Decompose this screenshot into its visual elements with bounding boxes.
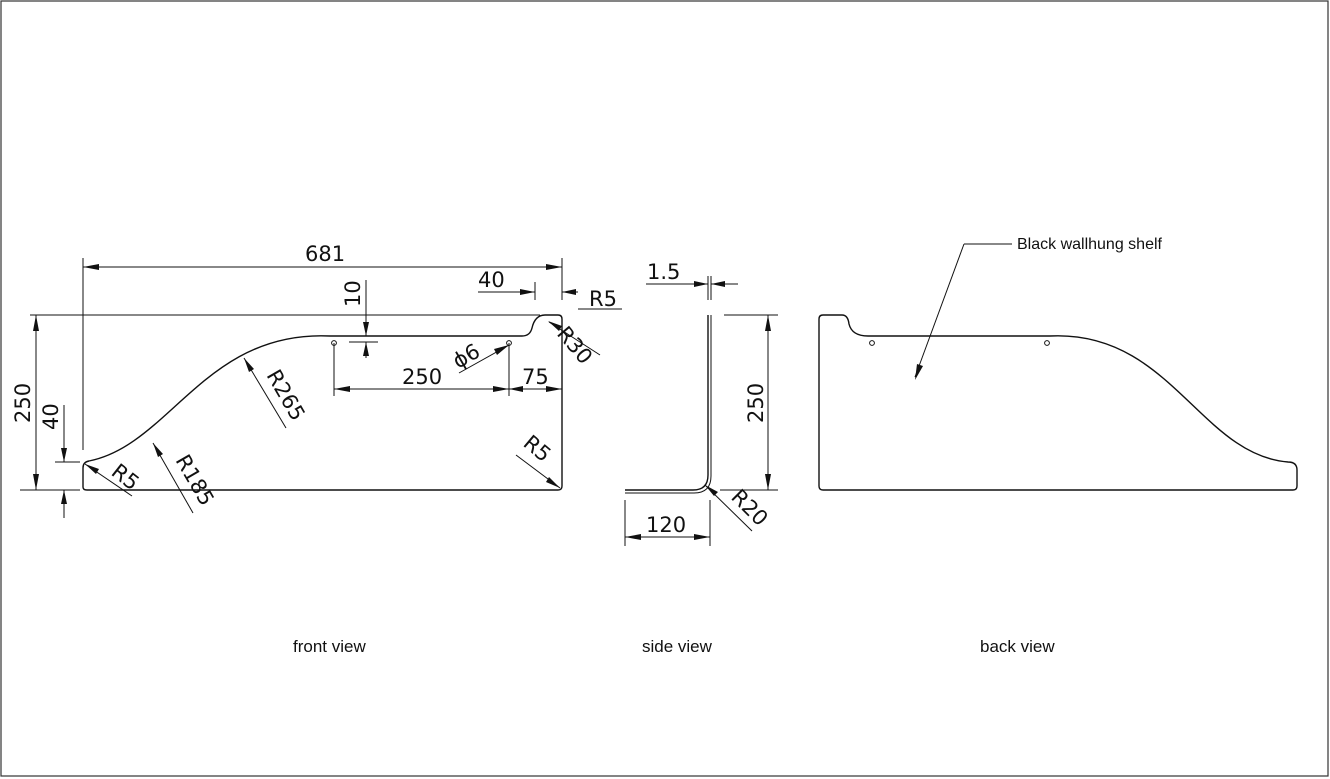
dim-end-height: 40: [39, 403, 63, 430]
dim-hole-offset: 75: [522, 365, 549, 389]
front-view-caption: front view: [293, 637, 366, 656]
dim-notch-depth: 10: [341, 280, 365, 307]
dim-side-thickness: 1.5: [647, 260, 680, 284]
back-view: Black wallhung shelf back view: [818, 236, 1298, 656]
side-view-caption: side view: [642, 637, 713, 656]
dim-side-depth: 120: [646, 513, 686, 537]
dim-bend-radius: R20: [726, 485, 772, 531]
front-view: 681 40 R5 R30 10 250 75: [11, 242, 622, 656]
dim-notch-radius: R5: [589, 287, 617, 311]
dim-overall-width: 681: [305, 242, 345, 266]
back-view-caption: back view: [980, 637, 1055, 656]
dim-side-height: 250: [744, 383, 768, 423]
back-view-outline: [818, 314, 1298, 491]
dim-curve-radius-lower: R185: [171, 451, 219, 510]
back-mount-hole-right: [1044, 340, 1050, 346]
dim-hole-spacing: 250: [402, 365, 442, 389]
side-view: 1.5 250 120 R20 side view: [624, 260, 778, 656]
dim-overall-height: 250: [11, 383, 35, 423]
back-mount-hole-left: [869, 340, 875, 346]
dim-curve-radius-upper: R265: [262, 366, 310, 425]
dim-notch-width: 40: [478, 268, 505, 292]
product-note: Black wallhung shelf: [1017, 236, 1163, 253]
side-view-profile: [625, 315, 709, 491]
front-view-outline: [82, 314, 563, 491]
dim-hole-diameter: ϕ6: [449, 339, 485, 373]
